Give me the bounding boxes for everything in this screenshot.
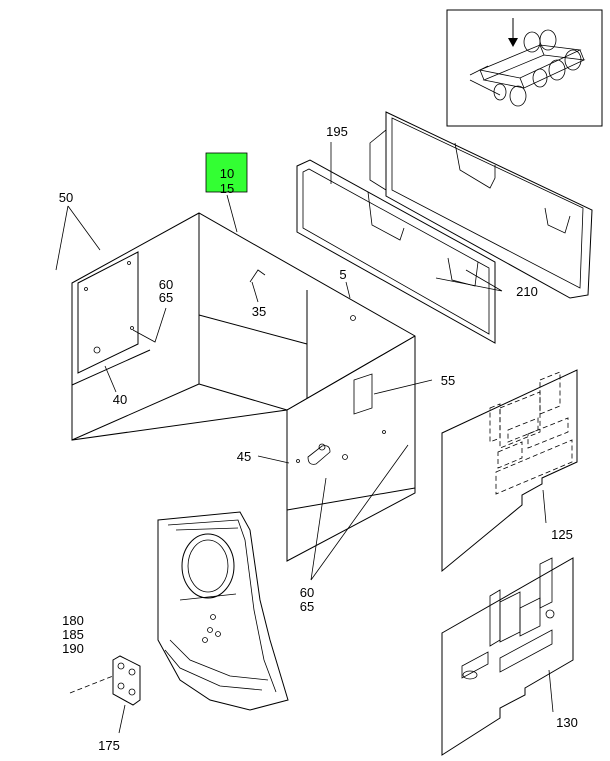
mounting-plate	[112, 655, 141, 706]
callout-65-lower: 65	[300, 599, 314, 614]
callout-45: 45	[237, 449, 251, 464]
callout-195: 195	[326, 124, 348, 139]
gasket-frame	[296, 111, 593, 344]
callout-125: 125	[551, 527, 573, 542]
enclosure-box	[71, 212, 416, 562]
callout-60-upper: 60	[159, 277, 173, 292]
chassis-thumbnail	[469, 18, 586, 107]
callout-130: 130	[556, 715, 578, 730]
callout-190: 190	[62, 641, 84, 656]
callout-40: 40	[113, 392, 127, 407]
callout-55: 55	[441, 373, 455, 388]
leader-lines	[55, 142, 554, 734]
panel-125	[441, 369, 578, 573]
locator-inset	[446, 9, 603, 127]
panel-130	[441, 557, 574, 756]
callout-65-upper: 65	[159, 290, 173, 305]
callout-60-lower: 60	[300, 585, 314, 600]
callout-185: 185	[62, 627, 84, 642]
pin-part	[249, 269, 266, 283]
callout-175: 175	[98, 738, 120, 753]
step-fender-assembly	[157, 511, 289, 711]
callout-50: 50	[59, 190, 73, 205]
highlighted-callout[interactable]: 10 15	[205, 152, 248, 196]
callout-35: 35	[252, 304, 266, 319]
callout-210: 210	[516, 284, 538, 299]
highlight-label-10: 10	[220, 166, 234, 181]
left-inner-panel	[77, 251, 139, 374]
highlight-label-15: 15	[220, 181, 234, 196]
front-panel	[286, 315, 416, 465]
callout-5: 5	[339, 267, 346, 282]
callout-labels: 195 50 60 65 40 35 5 210 55 45 60 65 125…	[59, 124, 578, 753]
callout-180: 180	[62, 613, 84, 628]
